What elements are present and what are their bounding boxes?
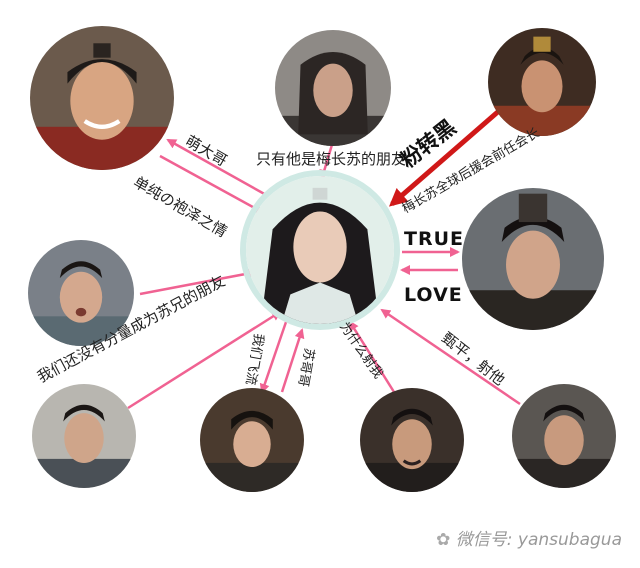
arrow-from-bottom-left	[127, 310, 282, 410]
portrait-bottom-4	[512, 384, 616, 488]
portrait-top-center	[275, 30, 391, 146]
portrait-bottom-3	[360, 388, 464, 492]
portrait-top-left	[30, 26, 174, 170]
watermark: ✿ 微信号: yansubagua	[436, 530, 622, 550]
arrow-from-left-mid	[139, 268, 258, 296]
arrow-from-bottom-right	[380, 308, 521, 406]
label-top-center: 只有他是梅长苏的朋友	[256, 150, 407, 168]
arrow-from-bottom-2	[280, 328, 305, 393]
portrait-bottom-2	[200, 388, 304, 492]
arrow-to-bottom-2	[259, 321, 288, 394]
label-right-1: TRUE	[404, 228, 464, 250]
portrait-right	[462, 188, 604, 330]
wechat-icon: ✿	[436, 530, 451, 550]
arrow-red-from-top-right	[388, 108, 502, 207]
portrait-left-mid	[28, 240, 134, 346]
label-right-2: LOVE	[404, 284, 463, 306]
portrait-center	[240, 170, 400, 330]
portrait-bottom-1	[32, 384, 136, 488]
arrow-to-top-left	[166, 138, 269, 198]
arrow-from-bottom-3	[348, 320, 396, 393]
portrait-top-right	[488, 28, 596, 136]
arrow-from-top-left	[159, 154, 264, 214]
